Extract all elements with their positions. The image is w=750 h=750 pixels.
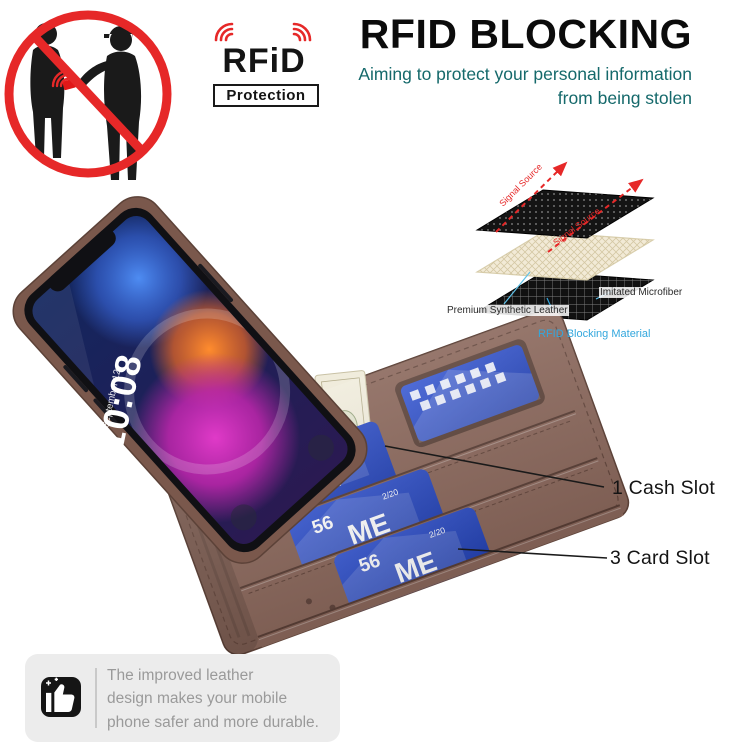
prohibition-slash	[30, 32, 147, 156]
rfid-badge-label: Protection	[213, 84, 319, 107]
layer-rfid-mesh	[475, 189, 655, 239]
side-buttons	[63, 263, 234, 426]
banner-line-3: phone safer and more durable.	[107, 713, 319, 731]
prohibition-circle	[4, 10, 172, 178]
phone-notch	[48, 229, 116, 292]
flap-sheen	[158, 309, 629, 655]
wallet-flap: 56 2/20 ME 56 2/20 ME 56	[157, 309, 630, 656]
layer-leather	[475, 231, 655, 281]
label-imitated-microfiber: Imitated Microfiber	[599, 287, 684, 298]
feature-banner: The improved leather design makes your m…	[25, 654, 340, 742]
label-rfid-blocking-material: RFID Blocking Material	[538, 328, 651, 340]
rfid-badge-brand: RFiD	[222, 42, 306, 80]
callout-lines	[384, 445, 608, 559]
page-title: RFID BLOCKING	[359, 11, 692, 57]
banner-line-2: design makes your mobile	[107, 690, 288, 708]
thumbs-up-icon	[41, 677, 81, 717]
camera-button	[307, 434, 334, 461]
page-subtitle: Aiming to protect your personal informat…	[358, 62, 692, 110]
flashlight-button	[230, 504, 257, 531]
subtitle-line-2: from being stolen	[557, 88, 692, 109]
callout-cash-slot: 1 Cash Slot	[612, 477, 716, 499]
banner-divider	[95, 668, 97, 728]
callout-card-slot: 3 Card Slot	[610, 547, 710, 569]
banner-line-1: The improved leather	[107, 667, 254, 684]
no-pickpocketing-icon	[4, 10, 172, 180]
rfid-badge-waves-icon	[214, 22, 312, 42]
label-premium-synthetic-leather: Premium Synthetic Leather	[446, 305, 569, 316]
banner-text: The improved leather design makes your m…	[107, 664, 319, 734]
phone-in-case	[12, 196, 368, 564]
subtitle-line-1: Aiming to protect your personal informat…	[358, 64, 692, 84]
